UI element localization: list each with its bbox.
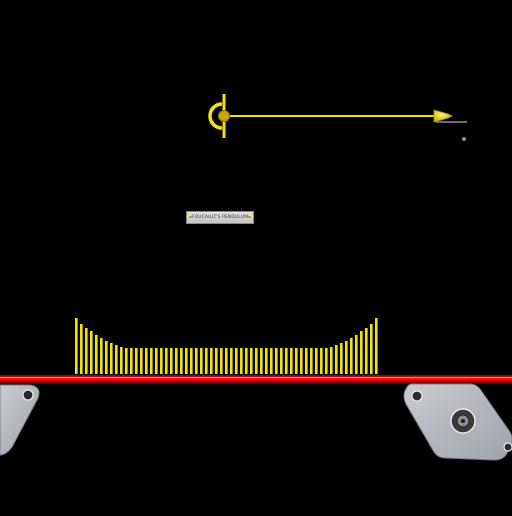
right-mounting-bracket-icon [403, 383, 512, 461]
label-left-mark-icon [189, 216, 192, 218]
trace-bar [175, 348, 178, 374]
left-bracket-screw-icon [22, 389, 34, 401]
trace-bar [325, 348, 328, 374]
trace-bar [300, 348, 303, 374]
trace-bar [230, 348, 233, 374]
trace-bar [305, 348, 308, 374]
pendulum-bob-icon[interactable] [433, 109, 453, 123]
trace-bar [235, 348, 238, 374]
trace-bar [210, 348, 213, 374]
trace-bar [90, 331, 93, 374]
trace-bar [250, 348, 253, 374]
trace-bar [215, 348, 218, 374]
trace-bar [355, 335, 358, 374]
trace-bar [330, 347, 333, 374]
trace-bar [280, 348, 283, 374]
trace-bar [370, 324, 373, 374]
trace-bar [335, 345, 338, 374]
rail [0, 375, 512, 384]
trace-bar [125, 348, 128, 374]
trace-bar [95, 335, 98, 374]
trace-bar [205, 348, 208, 374]
trace-bar [315, 348, 318, 374]
trace-bar [200, 348, 203, 374]
trace-bar [295, 348, 298, 374]
trace-bar [290, 348, 293, 374]
trace-bar [150, 348, 153, 374]
trace-bar [105, 341, 108, 374]
trace-bar [375, 318, 378, 374]
trace-bar [190, 348, 193, 374]
trace-bar [220, 348, 223, 374]
trace-bar [85, 328, 88, 374]
trace-bar [340, 343, 343, 374]
trace-bar [265, 348, 268, 374]
trace-bar [350, 338, 353, 374]
left-mounting-bracket-icon [0, 384, 40, 456]
trace-bar [245, 348, 248, 374]
trace-bar [225, 348, 228, 374]
trace-bar [140, 348, 143, 374]
trace-bar [75, 318, 78, 374]
trace-bar [275, 348, 278, 374]
right-bracket-screw-icon [411, 390, 423, 402]
trace-bar [270, 348, 273, 374]
trace-bar [120, 347, 123, 374]
trace-bar [135, 348, 138, 374]
trace-bar [310, 348, 313, 374]
trace-bar [145, 348, 148, 374]
trace-bar [255, 348, 258, 374]
trace-bar [80, 324, 83, 374]
trace-bar [180, 348, 183, 374]
trace-bar [195, 348, 198, 374]
floor-marker-dot [462, 137, 466, 141]
trace-bar [170, 348, 173, 374]
trace-bar [285, 348, 288, 374]
trace-bar [360, 331, 363, 374]
pendulum-assembly [208, 94, 467, 141]
trace-bar [100, 338, 103, 374]
trace-bar [365, 328, 368, 374]
knob-icon[interactable] [450, 408, 476, 434]
right-bracket-screw-icon [503, 442, 512, 452]
trace-bar [160, 348, 163, 374]
trace-bar [260, 348, 263, 374]
trace-bar [115, 345, 118, 374]
simulation-title-text: FOUCAULT'S PENDULUM [191, 215, 249, 220]
simulation-title-button[interactable]: FOUCAULT'S PENDULUM [186, 211, 254, 224]
trace-bar [155, 348, 158, 374]
pendulum-trace [75, 318, 378, 374]
trace-bar [345, 341, 348, 374]
trace-bar [185, 348, 188, 374]
trace-bar [165, 348, 168, 374]
pivot-ring-icon[interactable] [208, 94, 230, 138]
label-right-mark-icon [248, 216, 251, 218]
trace-bar [130, 348, 133, 374]
trace-bar [110, 343, 113, 374]
trace-bar [240, 348, 243, 374]
trace-bar [320, 348, 323, 374]
